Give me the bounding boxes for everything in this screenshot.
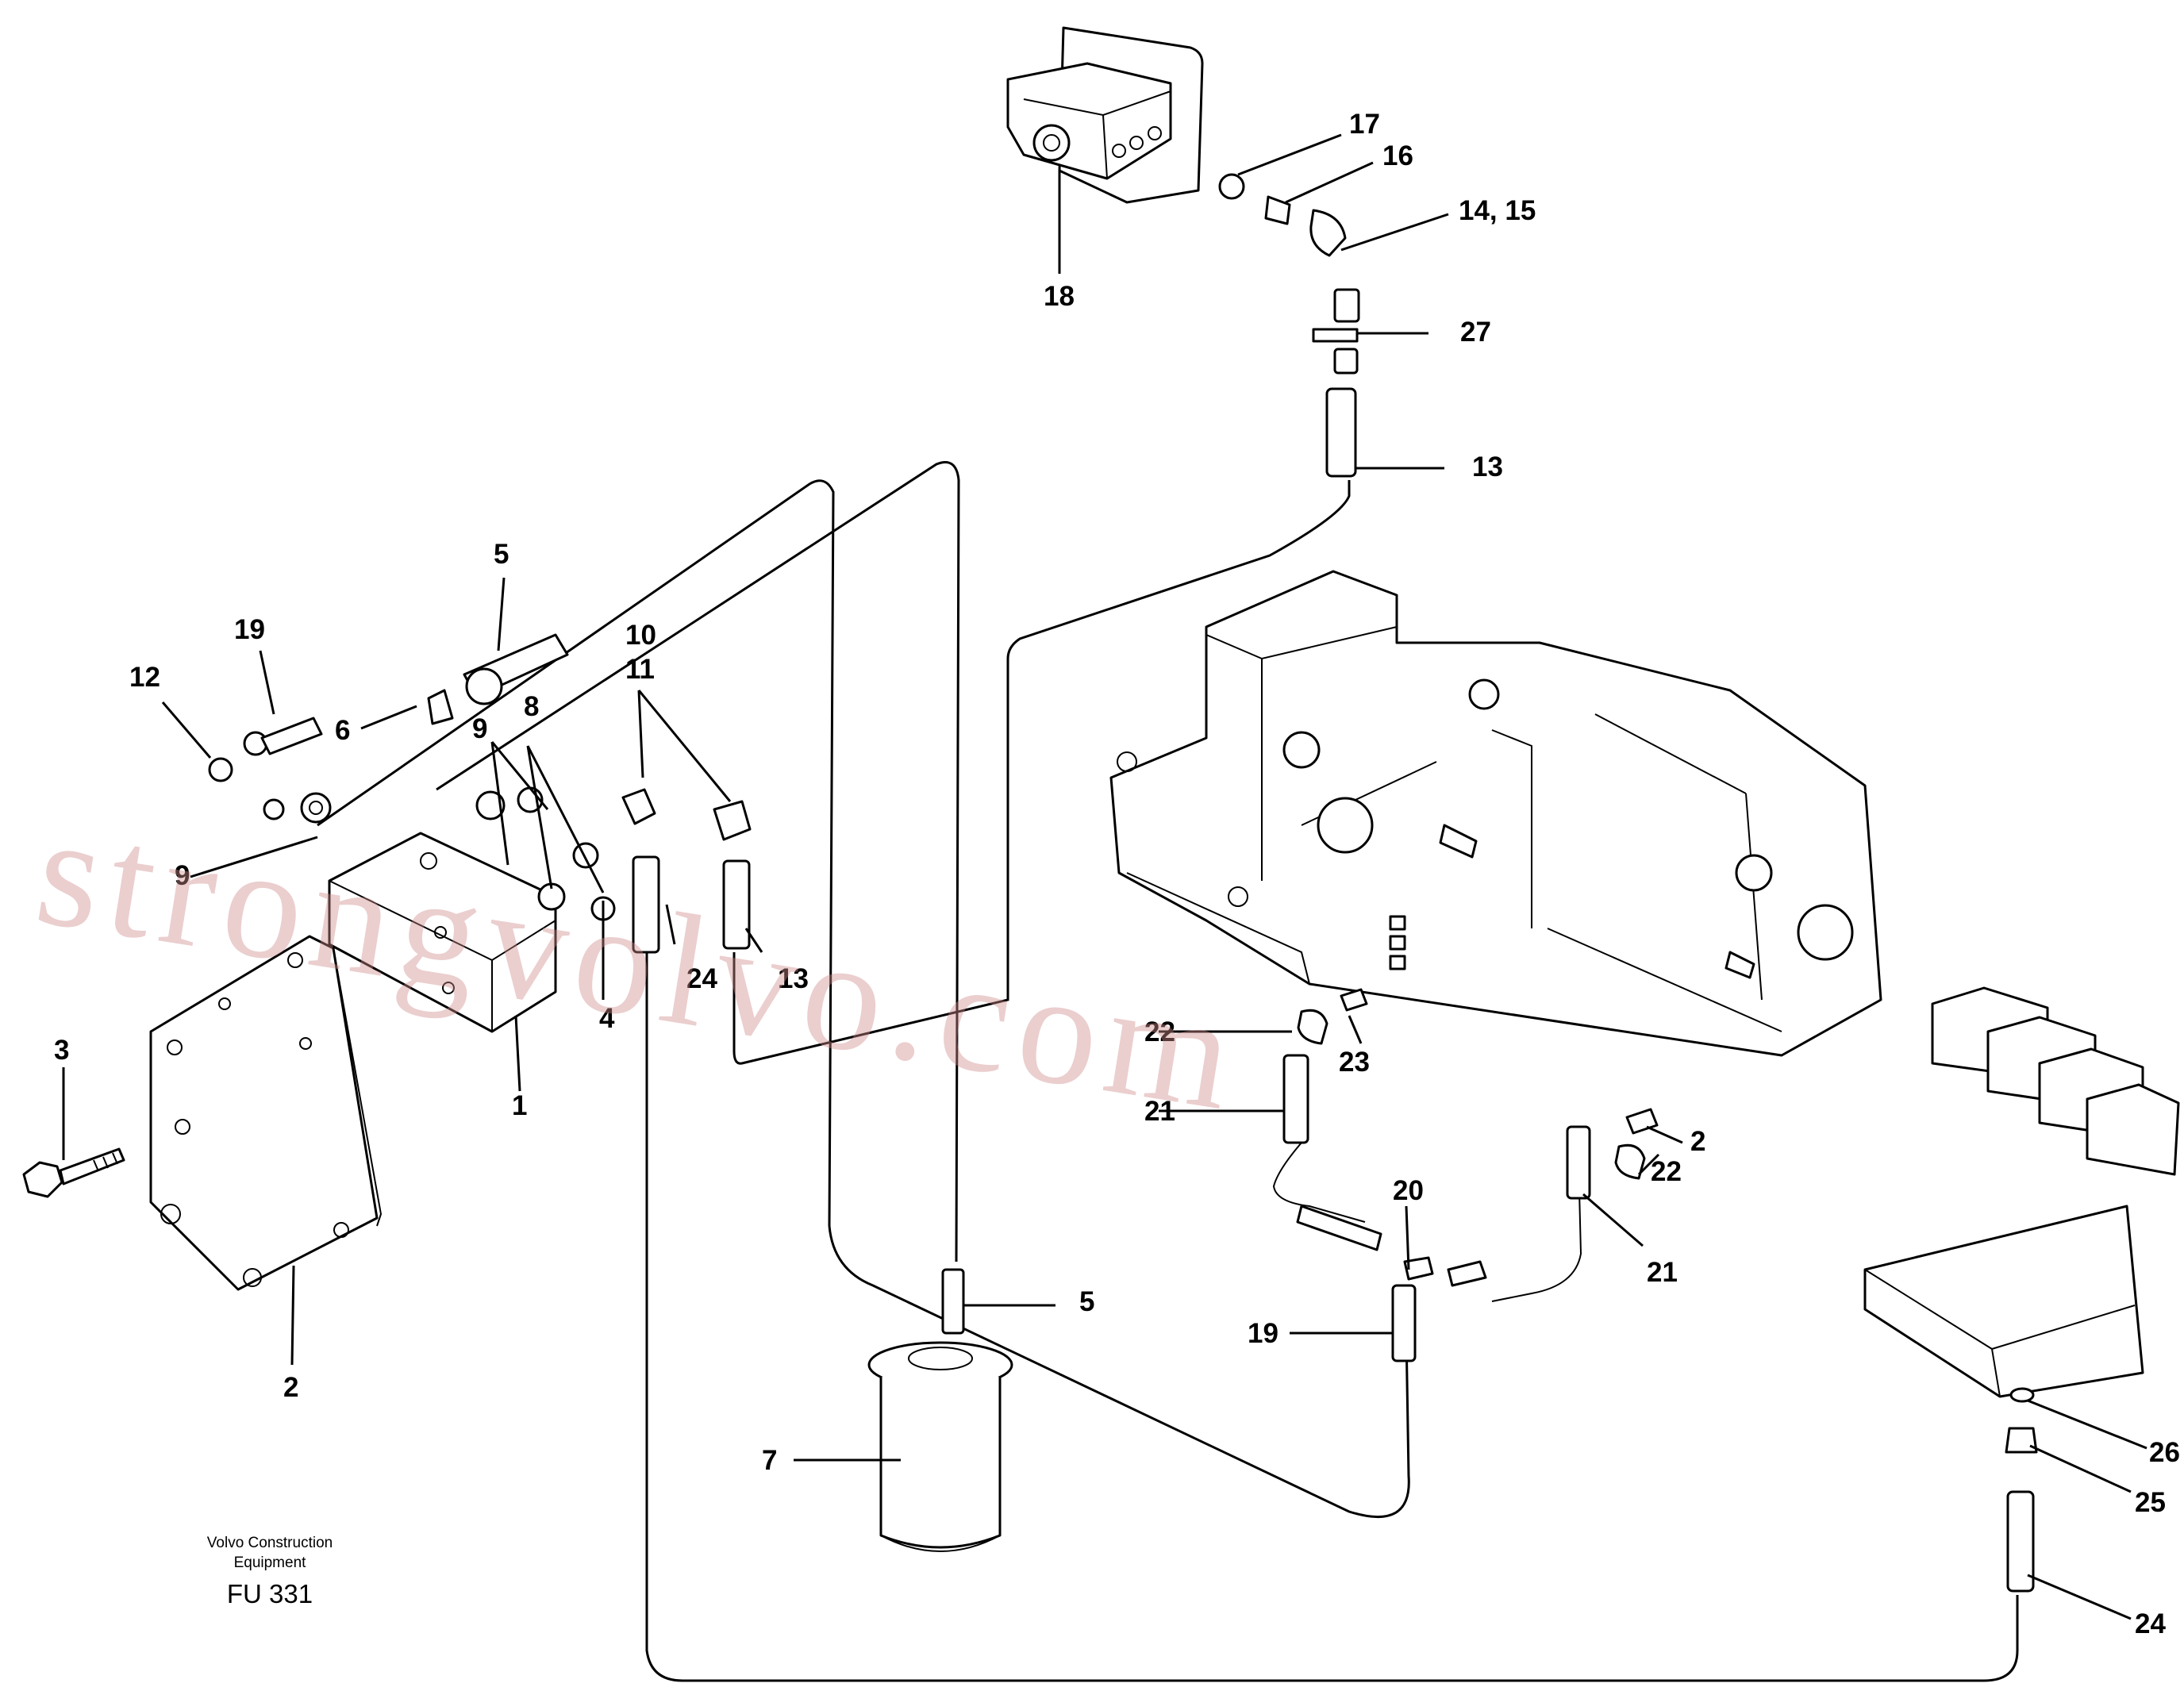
- filter: [867, 1268, 1013, 1552]
- caption-block: Volvo Construction Equipment FU 331: [207, 1535, 333, 1608]
- solenoid-valve-block: [1863, 986, 2180, 1593]
- part-label-26: 26: [2149, 1437, 2180, 1468]
- hydraulic-pump: [1109, 570, 1882, 1057]
- part-label-21-right: 21: [1647, 1257, 1678, 1288]
- part-label-19-bottom: 19: [1248, 1318, 1278, 1349]
- part-label-4: 4: [599, 1003, 615, 1034]
- part-label-24-left: 24: [686, 963, 717, 994]
- part-label-2: 2: [283, 1372, 298, 1403]
- part-label-8: 8: [524, 691, 539, 722]
- part-label-20: 20: [1393, 1175, 1424, 1206]
- bolt: [22, 1147, 125, 1198]
- pilot-valve: [1006, 26, 1360, 478]
- part-label-14-15: 14, 15: [1459, 195, 1536, 226]
- part-label-13-mid: 13: [778, 963, 809, 994]
- hose-lines: [317, 461, 2019, 1682]
- part-label-23-left: 23: [1339, 1047, 1370, 1078]
- part-label-22-left: 22: [1144, 1016, 1175, 1047]
- leader-lines: [62, 133, 2147, 1620]
- pump-fittings: [1282, 988, 1659, 1362]
- part-label-23-right: 2: [1690, 1126, 1705, 1157]
- part-label-6: 6: [335, 715, 350, 746]
- valve-block: [328, 832, 557, 1033]
- part-label-7: 7: [762, 1445, 777, 1476]
- part-label-9-left: 9: [175, 860, 190, 891]
- mounting-plate: [149, 935, 383, 1291]
- caption-equipment: Equipment: [234, 1554, 307, 1571]
- diagram-code: FU 331: [227, 1579, 313, 1608]
- part-label-1: 1: [512, 1090, 527, 1121]
- part-label-27: 27: [1460, 317, 1491, 348]
- part-label-10: 10: [625, 620, 656, 651]
- left-fittings: [208, 633, 752, 954]
- part-label-5-bottom: 5: [1079, 1286, 1094, 1317]
- part-label-12: 12: [129, 662, 160, 693]
- part-label-24-right: 24: [2135, 1608, 2166, 1639]
- part-label-3: 3: [54, 1035, 69, 1066]
- part-label-13-top: 13: [1472, 452, 1503, 482]
- part-label-25: 25: [2135, 1487, 2166, 1518]
- part-label-21-left: 21: [1144, 1096, 1175, 1127]
- part-label-18: 18: [1044, 281, 1075, 312]
- part-label-16: 16: [1382, 140, 1413, 171]
- caption-company: Volvo Construction: [207, 1535, 333, 1551]
- part-label-11: 11: [625, 654, 655, 685]
- part-labels: 17 16 14, 15 18 27 13 5 19 10 11 12 6 9 …: [54, 109, 2180, 1639]
- part-label-19-left: 19: [234, 614, 265, 645]
- part-label-17: 17: [1349, 109, 1380, 140]
- part-label-22-right: 22: [1651, 1156, 1682, 1187]
- part-label-9-mid: 9: [472, 713, 487, 744]
- part-label-5-top: 5: [494, 539, 509, 570]
